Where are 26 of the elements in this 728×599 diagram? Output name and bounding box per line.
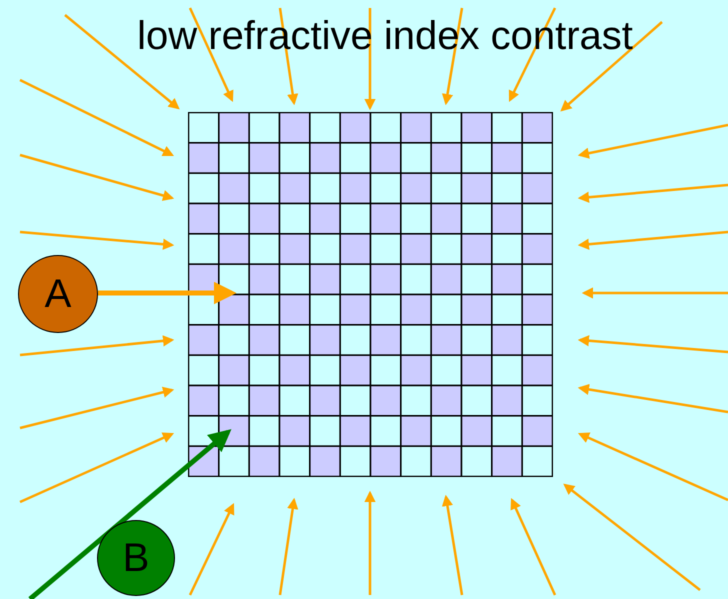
circle-marker: A <box>18 255 98 333</box>
arrow <box>20 154 174 201</box>
arrow <box>188 502 234 596</box>
arrow <box>578 230 728 250</box>
arrow <box>563 484 701 591</box>
arrow <box>578 184 728 203</box>
arrow <box>560 21 663 112</box>
arrow <box>578 384 728 414</box>
arrow <box>19 78 174 156</box>
circle-marker: B <box>97 520 175 596</box>
arrow <box>20 335 174 356</box>
arrow <box>20 432 174 504</box>
arrow <box>578 432 728 502</box>
arrow <box>582 287 728 299</box>
arrow <box>578 124 728 159</box>
arrow <box>64 14 180 110</box>
arrow <box>278 498 298 596</box>
arrow <box>188 7 234 102</box>
arrow <box>510 498 556 596</box>
arrow <box>364 490 376 595</box>
arrow <box>442 494 464 596</box>
arrow <box>20 386 174 430</box>
arrow <box>20 230 174 250</box>
arrow <box>28 429 232 599</box>
arrow <box>578 335 728 354</box>
arrow <box>98 282 236 304</box>
